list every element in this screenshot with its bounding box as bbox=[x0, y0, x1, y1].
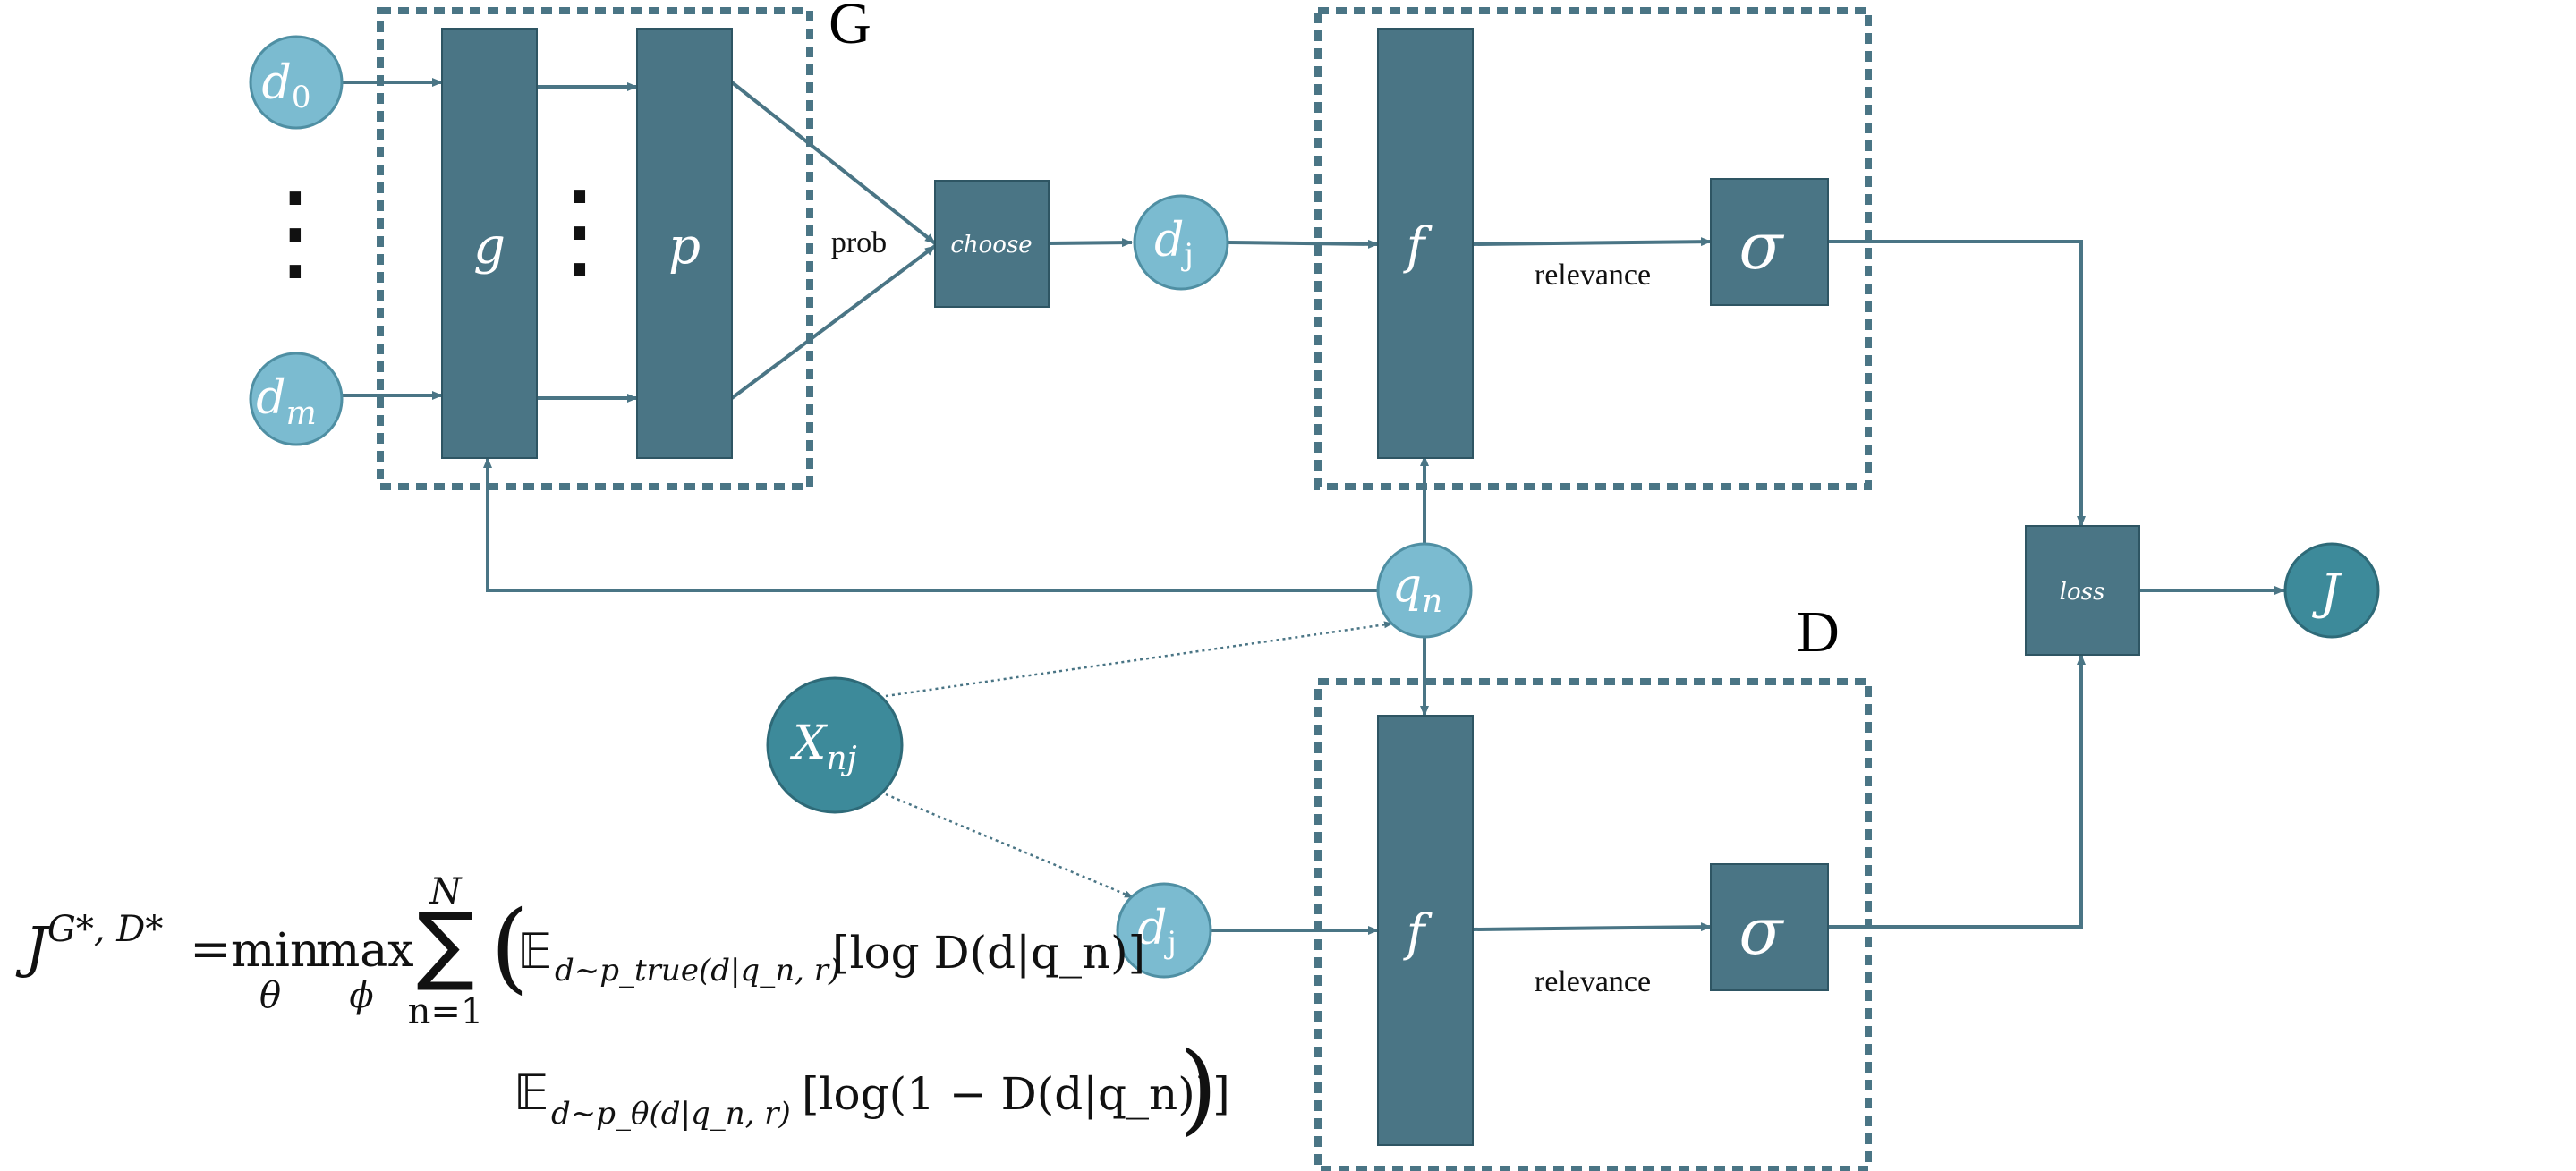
dots-middle-column: ⋮ bbox=[526, 168, 633, 293]
node-j bbox=[2283, 542, 2380, 639]
node-dj-top bbox=[1133, 194, 1229, 291]
arrow-sigma-loss-bottom bbox=[1828, 654, 2086, 929]
arrow-p-choose-bottom bbox=[730, 244, 937, 400]
equation-open-paren: ( bbox=[490, 889, 529, 1004]
equation-sum-upper: N bbox=[429, 871, 463, 912]
node-dj-top-label: dj bbox=[1154, 214, 1194, 273]
node-qn-label: qn bbox=[1392, 559, 1442, 620]
connectors bbox=[342, 78, 2285, 935]
equation-equals: = bbox=[190, 921, 232, 979]
equation-term1-subscript: d~p_true(d|q_n, r) bbox=[555, 953, 840, 989]
equation-term2-body: [log(1 − D(d|q_n))] bbox=[802, 1068, 1230, 1120]
sigma-block-bottom bbox=[1710, 863, 1829, 991]
node-qn bbox=[1376, 542, 1473, 639]
objective-equation: JG*, D* = min θ max ϕ N ∑ n=1 ( 𝔼 d~p_tr… bbox=[15, 871, 1230, 1145]
node-dm bbox=[249, 352, 344, 446]
arrow-f-sigma-top bbox=[1472, 237, 1712, 247]
generator-frame bbox=[377, 7, 813, 490]
dotted-xnj-dj bbox=[885, 793, 1134, 899]
dots-input-column: ⋮ bbox=[242, 170, 349, 294]
equation-term1-expectation: 𝔼 bbox=[517, 923, 552, 980]
prob-label: prob bbox=[831, 226, 887, 259]
node-dj-bottom-label: dj bbox=[1137, 902, 1177, 961]
loss-block bbox=[2025, 525, 2140, 656]
equation-max-subscript: ϕ bbox=[349, 975, 373, 1016]
f-block-bottom bbox=[1377, 715, 1474, 1146]
equation-term1-body: [log D(d|q_n)] bbox=[832, 927, 1145, 979]
frame-label-d: D bbox=[1797, 599, 1840, 665]
p-block-label: p bbox=[668, 217, 701, 276]
node-xnj-label: Xnj bbox=[789, 717, 856, 777]
equation-min-subscript: θ bbox=[259, 975, 281, 1016]
equation-sum: ∑ bbox=[417, 894, 475, 994]
relevance-label-top: relevance bbox=[1535, 259, 1651, 292]
choose-block-label: choose bbox=[950, 232, 1032, 259]
p-block bbox=[636, 28, 733, 459]
dotted-xnj-qn bbox=[885, 621, 1393, 698]
equation-lhs: JG*, D* bbox=[15, 909, 163, 980]
f-block-top bbox=[1377, 28, 1474, 459]
sigma-block-bottom-label: σ bbox=[1739, 894, 1784, 969]
arrow-sigma-loss-top bbox=[1828, 240, 2086, 527]
frame-label-g: G bbox=[829, 0, 871, 56]
equation-sum-lower: n=1 bbox=[408, 991, 484, 1032]
equation-min: min bbox=[231, 924, 319, 978]
discriminator-frame-top bbox=[1314, 7, 1872, 490]
equation-term2-expectation: 𝔼 bbox=[514, 1065, 548, 1121]
node-xnj bbox=[766, 676, 904, 814]
equation-term2-subscript: d~p_θ(d|q_n, r) bbox=[551, 1096, 791, 1132]
dotted-connectors bbox=[885, 621, 1393, 899]
arrow-f-sigma-bottom bbox=[1472, 922, 1712, 932]
node-d0-label: d0 bbox=[262, 56, 311, 115]
loss-block-label: loss bbox=[2060, 579, 2105, 606]
choose-block bbox=[934, 180, 1050, 308]
arrow-choose-dj bbox=[1048, 238, 1133, 248]
node-d0 bbox=[249, 35, 344, 130]
g-block-label: g bbox=[473, 217, 506, 276]
sigma-block-top bbox=[1710, 178, 1829, 306]
node-dm-label: dm bbox=[256, 371, 316, 432]
equation-max: max bbox=[316, 924, 414, 978]
arrow-dj-f bbox=[1227, 239, 1379, 249]
node-dj-bottom bbox=[1116, 882, 1212, 979]
relevance-label-bottom: relevance bbox=[1535, 965, 1651, 998]
arrow-p-choose-top bbox=[730, 81, 937, 245]
equation-close-paren: ) bbox=[1179, 1031, 1218, 1145]
sigma-block-top-label: σ bbox=[1739, 208, 1784, 284]
arrow-qn-g bbox=[483, 457, 1379, 592]
g-block bbox=[441, 28, 538, 459]
